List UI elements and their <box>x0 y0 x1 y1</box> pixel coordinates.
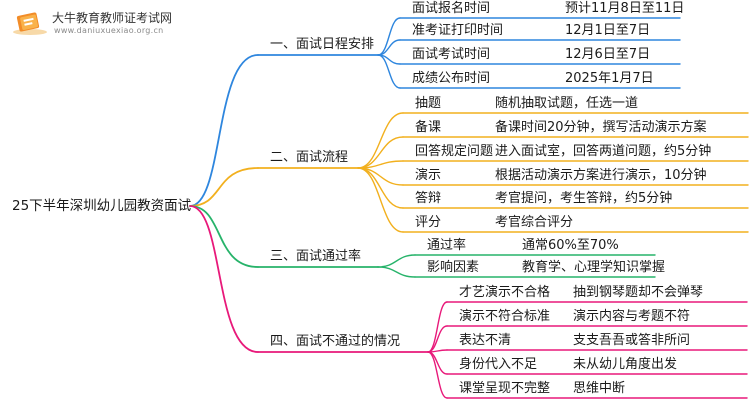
child-value-3-1: 通常60%至70% <box>522 238 619 253</box>
child-edge-3-1 <box>377 254 416 268</box>
child-label-4-1: 才艺演示不合格 <box>459 285 551 300</box>
child-label-4-2: 演示不符合标准 <box>459 309 551 324</box>
branch-label-1: 一、面试日程安排 <box>270 37 375 52</box>
branch-label-3: 三、面试通过率 <box>270 249 362 264</box>
child-edge-4-5 <box>427 351 448 399</box>
watermark-url: www.daniuxuexiao.org.cn <box>54 26 164 35</box>
child-value-2-6: 考官综合评分 <box>495 215 574 230</box>
child-edge-2-6 <box>357 167 404 233</box>
child-edge-3-2 <box>377 266 416 278</box>
child-value-4-2: 演示内容与考题不符 <box>573 309 691 324</box>
child-value-1-2: 12月1日至7日 <box>565 23 651 38</box>
child-value-3-2: 教育学、心理学知识掌握 <box>522 260 666 275</box>
child-value-1-4: 2025年1月7日 <box>565 71 654 86</box>
child-edge-4-4 <box>427 351 448 375</box>
root-node: 25下半年深圳幼儿园教资面试 <box>12 198 192 214</box>
child-label-4-3: 表达不清 <box>459 333 512 348</box>
child-label-2-5: 答辩 <box>415 191 442 206</box>
branch-edge-4 <box>189 205 259 353</box>
child-label-1-1: 面试报名时间 <box>412 1 491 16</box>
child-edge-1-4 <box>377 54 401 89</box>
child-label-2-6: 评分 <box>415 215 442 230</box>
child-label-4-5: 课堂呈现不完整 <box>459 381 551 396</box>
branch-edge-3 <box>189 205 259 268</box>
child-value-4-1: 抽到钢琴题却不会弹琴 <box>573 285 704 300</box>
child-label-1-2: 准考证打印时间 <box>412 23 504 38</box>
branch-edge-1 <box>189 54 259 207</box>
child-value-2-1: 随机抽取试题，任选一道 <box>495 96 639 111</box>
branch-label-2: 二、面试流程 <box>270 150 349 165</box>
child-label-4-4: 身份代入不足 <box>459 357 538 372</box>
watermark-title: 大牛教育教师证考试网 <box>52 11 173 25</box>
branch-label-4: 四、面试不通过的情况 <box>270 334 401 349</box>
child-label-1-3: 面试考试时间 <box>412 47 491 62</box>
child-value-1-1: 预计11月8日至11日 <box>565 1 685 16</box>
child-label-3-1: 通过率 <box>427 238 467 253</box>
child-label-2-2: 备课 <box>415 120 442 135</box>
child-edge-1-1 <box>377 17 401 56</box>
child-label-2-1: 抽题 <box>415 96 442 111</box>
child-edge-1-2 <box>377 39 401 56</box>
branch-edge-2 <box>189 167 259 207</box>
child-value-2-4: 根据活动演示方案进行演示，10分钟 <box>495 168 707 183</box>
child-edge-2-1 <box>357 112 404 169</box>
child-label-3-2: 影响因素 <box>427 260 480 275</box>
logo-icon <box>12 8 48 40</box>
child-value-4-5: 思维中断 <box>573 381 626 396</box>
child-label-2-4: 演示 <box>415 168 442 183</box>
child-value-2-2: 备课时间20分钟，撰写活动演示方案 <box>495 120 707 135</box>
child-value-4-3: 支支吾吾或答非所问 <box>573 333 691 348</box>
child-label-1-4: 成绩公布时间 <box>412 71 491 86</box>
child-value-1-3: 12月6日至7日 <box>565 47 651 62</box>
child-value-2-5: 考官提问，考生答辩，约5分钟 <box>495 191 673 206</box>
child-value-4-4: 未从幼儿角度出发 <box>573 357 678 372</box>
child-label-2-3: 回答规定问题 <box>415 144 494 159</box>
child-value-2-3: 进入面试室，回答两道问题，约5分钟 <box>495 144 712 159</box>
